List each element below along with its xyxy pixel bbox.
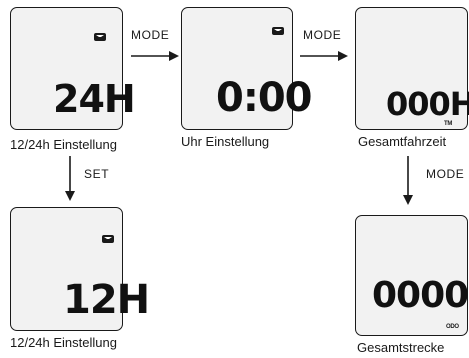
lcd-display: 24H	[53, 77, 136, 121]
caption-uhr-einstellung: Uhr Einstellung	[181, 134, 270, 149]
caption-12-24h-einstellung-2: 12/24h Einstellung	[10, 335, 117, 350]
lcd-screen-gesamtfahrzeit: 000H TM	[355, 7, 469, 130]
lcd-screen-12h: 12H	[10, 207, 150, 331]
envelope-icon	[272, 27, 284, 35]
arrow-label-set: SET	[84, 167, 110, 181]
arrow-label-mode-3: MODE	[426, 167, 465, 181]
lcd-display: 0:00	[216, 75, 312, 121]
caption-gesamtstrecke: Gesamtstrecke	[357, 340, 445, 355]
lcd-display: 12H	[63, 277, 150, 323]
caption-12-24h-einstellung: 12/24h Einstellung	[10, 137, 117, 152]
lcd-screen-gesamtstrecke: 0000 ODO	[355, 215, 469, 336]
caption-gesamtfahrzeit: Gesamtfahrzeit	[358, 134, 447, 149]
arrow-label-mode-1: MODE	[131, 28, 170, 42]
unit-label: ODO	[446, 324, 459, 330]
envelope-icon	[94, 33, 106, 41]
lcd-display: 0000	[372, 275, 469, 316]
unit-label: TM	[444, 121, 453, 127]
arrow-label-mode-2: MODE	[303, 28, 342, 42]
lcd-display: 000H	[386, 85, 469, 123]
lcd-screen-uhr: 0:00	[181, 7, 312, 130]
envelope-icon	[102, 235, 114, 243]
lcd-screen-24h: 24H	[10, 7, 136, 130]
